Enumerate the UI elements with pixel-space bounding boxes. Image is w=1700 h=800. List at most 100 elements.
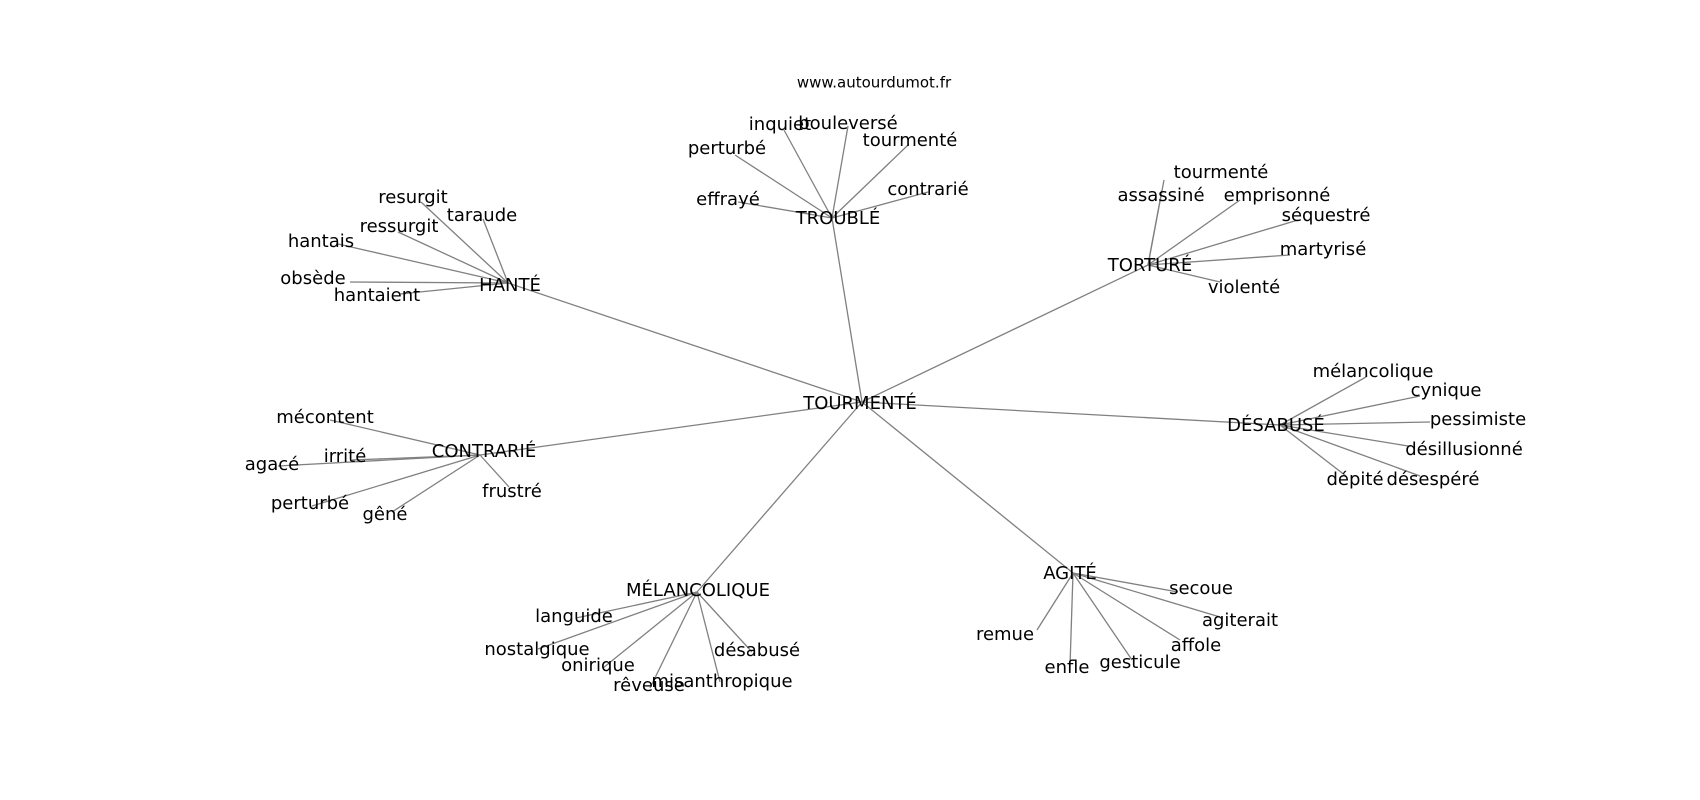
hub-node-torture: TORTURÉ [1107,254,1192,276]
edge-torture-emprisonne [1147,199,1241,266]
edge-agite-remue [1036,572,1074,631]
edge-agite-affole [1072,572,1181,641]
leaf-node-taraude: taraude [447,205,517,226]
leaf-node-gesticule: gesticule [1099,652,1180,673]
leaf-node-pessimiste: pessimiste [1430,409,1526,430]
leaf-node-tourmente: tourmenté [863,130,958,151]
edge-trouble-perturbe [734,154,833,219]
leaf-node-irrite: irrité [324,446,367,467]
leaf-node-desillusionne: désillusionné [1405,439,1523,460]
leaf-node-effraye: effrayé [696,189,760,210]
edge-torture-assassine [1147,189,1163,266]
edge-torture-violente [1147,264,1221,283]
leaf-node-affole: affole [1171,635,1222,656]
leaf-node-martyrise: martyrisé [1280,239,1367,260]
leaf-node-violente: violenté [1208,277,1280,298]
leaf-node-hantaient: hantaient [334,285,420,306]
edge-hante-taraude [482,218,509,284]
leaf-node-emprisonne: emprisonné [1224,185,1331,206]
leaf-node-mecontent: mécontent [276,407,374,428]
leaf-node-perturbe: perturbé [271,493,349,514]
edge-center-torture [861,264,1149,403]
leaf-node-nostalgique: nostalgique [484,639,589,660]
leaf-node-bouleverse: bouleversé [798,113,898,134]
hub-node-contrarie: CONTRARIÉ [432,440,536,462]
leaf-node-enfle: enfle [1045,657,1090,678]
leaf-node-onirique: onirique [561,655,635,676]
edge-desabuse-desillusionne [1279,424,1409,447]
edge-agite-secoue [1072,572,1179,593]
leaf-node-misanthropique: misanthropique [651,671,792,692]
leaf-node-melancolique: mélancolique [1313,361,1434,382]
leaf-node-perturbe: perturbé [688,138,766,159]
edge-desabuse-depite [1279,424,1347,477]
edge-hante-resurgit [420,201,509,284]
leaf-node-depite: dépité [1326,469,1383,490]
edge-torture-martyrise [1147,254,1291,266]
hub-node-agite: AGITÉ [1043,562,1097,584]
leaf-node-desabuse: désabusé [714,640,800,661]
edge-contrarie-gene [391,454,481,513]
edge-desabuse-desespere [1279,424,1421,477]
leaf-node-gene: gêné [363,504,408,525]
edge-agite-enfle [1069,572,1074,667]
edge-trouble-contrarie [831,191,929,219]
edge-agite-agiterait [1072,572,1221,618]
leaf-node-inquiet: inquiet [749,114,811,135]
edge-hante-hantais [337,243,509,284]
edge-center-contrarie [479,401,863,456]
edge-center-trouble [831,217,863,403]
leaf-node-hantais: hantais [288,231,354,252]
labels-layer: TOURMENTÉTROUBLÉinquietbouleversétourmen… [245,113,1526,696]
edge-desabuse-pessimiste [1279,421,1431,426]
leaf-node-agace: agacé [245,454,299,475]
edge-center-desabuse [861,401,1281,426]
edge-melancolique-desabuse [696,591,753,653]
edge-hante-obsede [349,281,509,284]
edge-melancolique-misanthropique [696,591,721,683]
edge-contrarie-mecontent [329,419,481,456]
hub-node-desabuse: DÉSABUSÉ [1227,414,1325,436]
leaf-node-cynique: cynique [1411,380,1482,401]
leaf-node-ressurgit: ressurgit [360,216,439,237]
edge-center-agite [861,401,1074,574]
edge-melancolique-reveuse [649,591,698,689]
edge-hante-hantaient [399,282,509,295]
leaf-node-sequestre: séquestré [1282,205,1371,226]
edge-hante-ressurgit [397,231,509,284]
edge-trouble-tourmente [831,144,909,219]
center-node: TOURMENTÉ [802,392,917,414]
leaf-node-secoue: secoue [1169,578,1233,599]
edge-contrarie-agace [277,454,481,467]
edge-melancolique-onirique [602,591,698,669]
edges-layer [277,125,1431,689]
hub-node-trouble: TROUBLÉ [795,207,881,229]
leaf-node-tourmente: tourmenté [1174,162,1269,183]
leaf-node-resurgit: resurgit [378,187,447,208]
edge-trouble-inquiet [783,129,833,219]
edge-desabuse-melancolique [1279,376,1367,426]
edge-torture-sequestre [1147,219,1299,266]
leaf-node-agiterait: agiterait [1202,610,1278,631]
edge-contrarie-perturbe [311,454,481,507]
edge-center-hante [507,282,863,403]
source-credit: www.autourdumot.fr [797,74,952,92]
leaf-node-frustre: frustré [482,481,542,502]
edge-melancolique-nostalgique [537,591,698,650]
edge-trouble-bouleverse [831,125,849,219]
leaf-node-languide: languide [535,606,613,627]
edge-agite-gesticule [1072,572,1133,661]
hub-node-hante: HANTÉ [479,274,541,296]
edge-trouble-effraye [737,201,833,219]
leaf-node-remue: remue [976,624,1034,645]
hub-node-melancolique: MÉLANCOLIQUE [626,579,770,601]
leaf-node-contrarie: contrarié [887,179,968,200]
leaf-node-desespere: désespéré [1387,469,1480,490]
edge-contrarie-frustre [479,454,510,488]
leaf-node-reveuse: rêveuse [613,675,685,696]
edge-desabuse-cynique [1279,395,1421,426]
leaf-node-obsede: obsède [280,268,345,289]
edge-center-melancolique [696,401,863,593]
